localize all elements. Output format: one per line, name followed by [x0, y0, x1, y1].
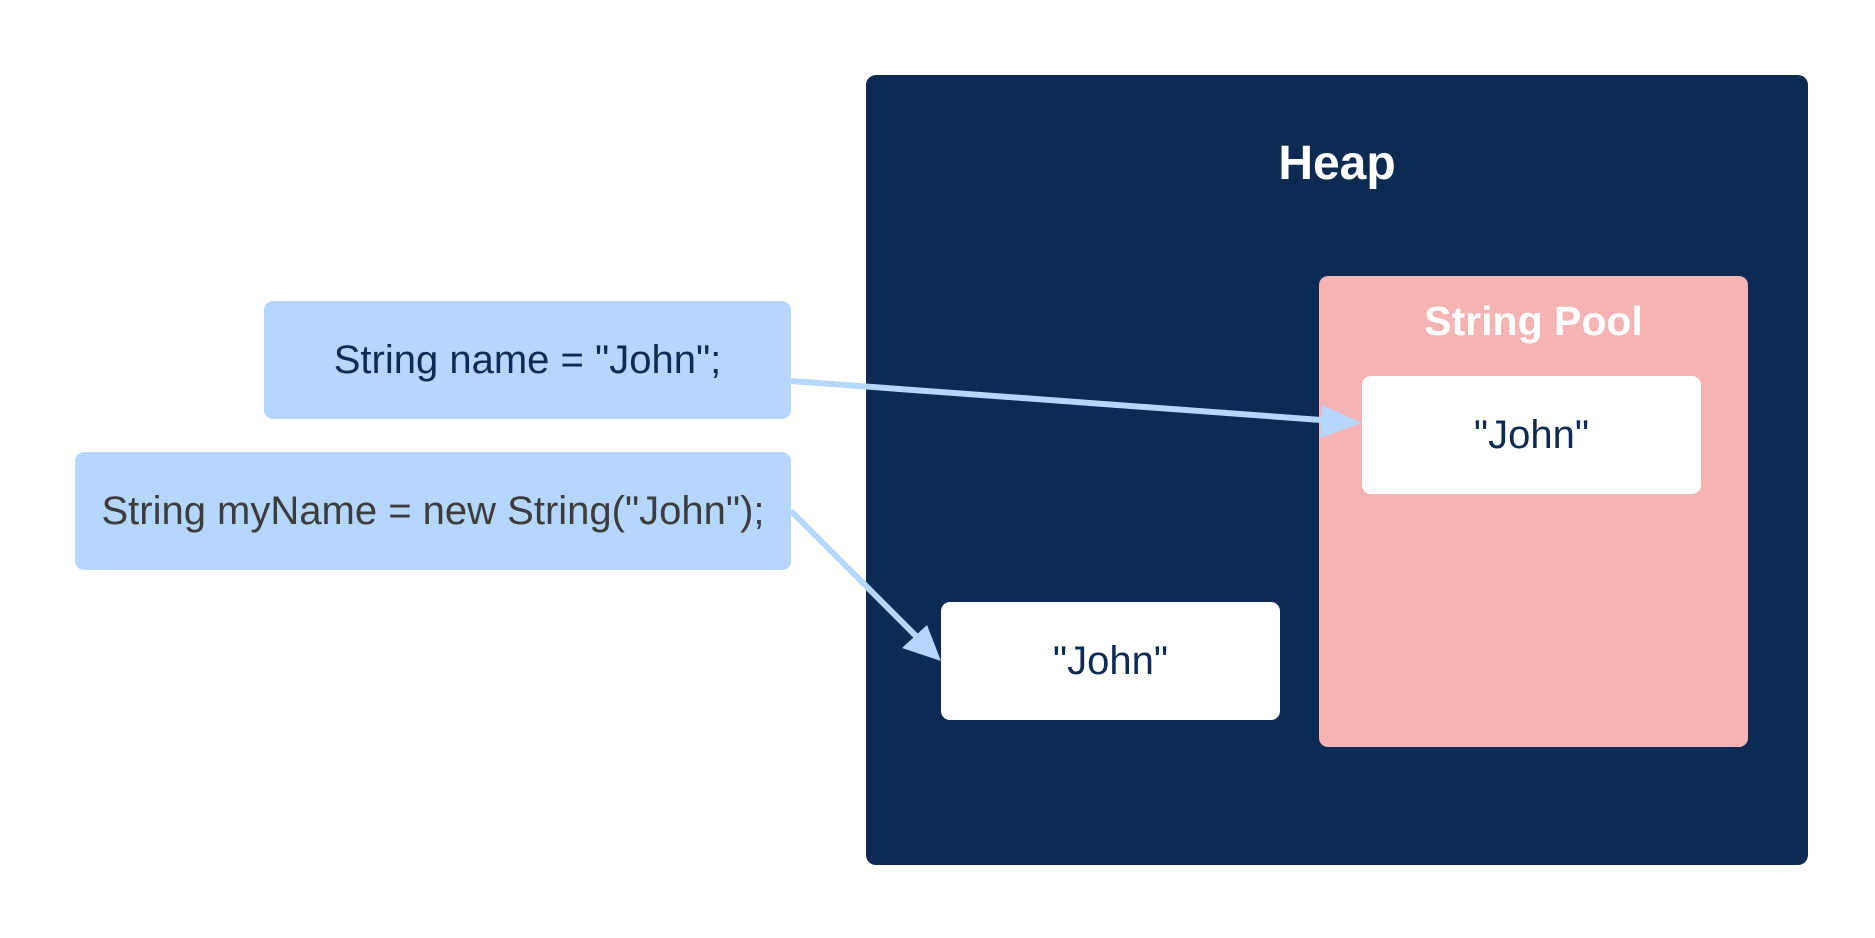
literal-statement-text: String name = "John"; [333, 337, 722, 382]
literal-statement-box: String name = "John"; [264, 301, 791, 419]
string-pool-title: String Pool [1424, 298, 1643, 344]
string-pool-entry-text: "John" [1473, 412, 1590, 457]
new-statement-box: String myName = new String("John"); [75, 452, 791, 570]
heap-object-text: "John" [1052, 638, 1169, 683]
string-pool-entry: "John" [1362, 376, 1701, 494]
string-pool-region: String Pool [1319, 276, 1748, 747]
heap-title: Heap [1278, 137, 1396, 190]
new-statement-text: String myName = new String("John"); [101, 488, 765, 533]
heap-object: "John" [941, 602, 1280, 720]
